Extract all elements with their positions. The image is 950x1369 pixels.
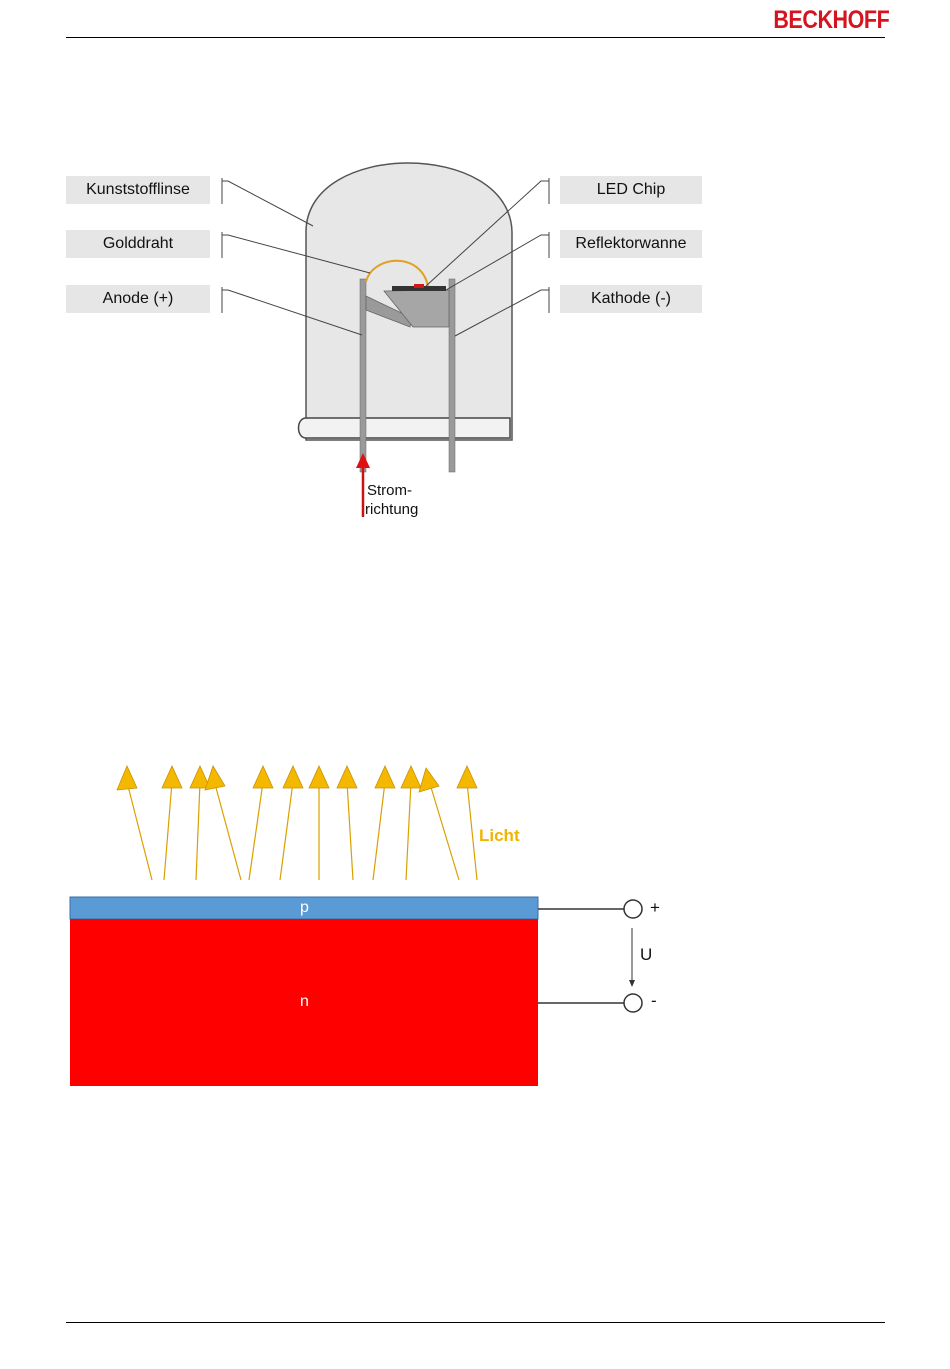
voltage-arrow-head — [629, 980, 635, 987]
voltage-label: U — [640, 945, 652, 965]
plus-label: + — [650, 898, 660, 918]
minus-label: - — [651, 991, 657, 1011]
p-label: p — [300, 899, 309, 917]
light-label: Licht — [479, 826, 520, 846]
footer-rule — [66, 1322, 885, 1323]
n-label: n — [300, 993, 309, 1011]
light-rays — [117, 766, 477, 880]
plus-terminal — [624, 900, 642, 918]
minus-terminal — [624, 994, 642, 1012]
